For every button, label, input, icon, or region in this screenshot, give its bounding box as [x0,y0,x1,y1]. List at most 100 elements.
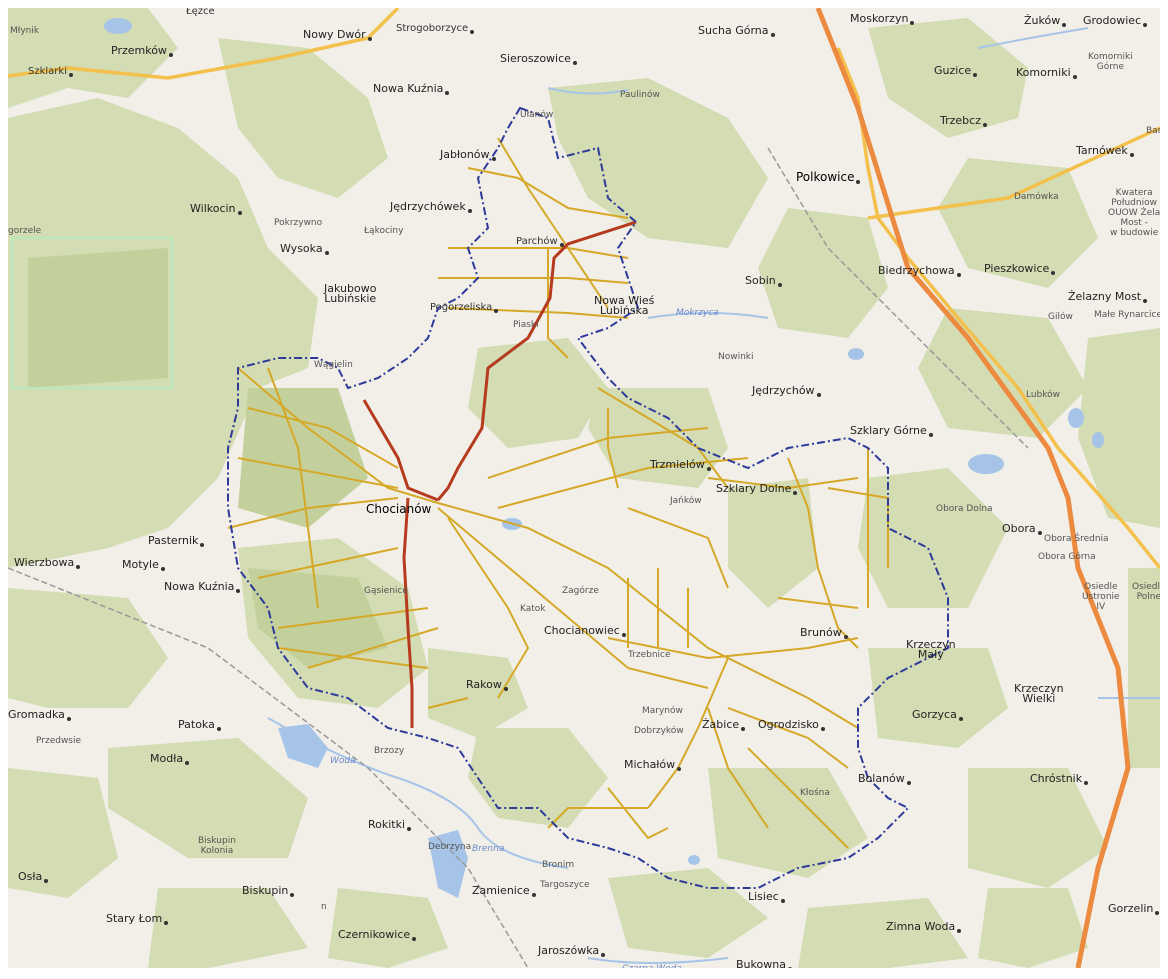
place-label[interactable]: Strogoborzyce [396,23,475,34]
place-label[interactable]: Pieszkowice [984,262,1056,275]
place-label[interactable]: Rakow [466,678,508,691]
place-label[interactable]: Debrzyna [428,842,471,852]
place-label[interactable]: Czarna Woda [622,964,682,968]
place-label[interactable]: Trzebnice [628,650,671,660]
place-label[interactable]: Pasternik [148,534,205,547]
place-label[interactable]: Obora [1002,522,1042,535]
place-label[interactable]: Ułanów [520,110,553,120]
place-label[interactable]: Jańków [670,496,702,506]
place-label[interactable]: Komorniki [1016,66,1077,79]
place-label[interactable]: Dobrzyków [634,726,684,736]
place-label[interactable]: Osła [18,870,49,883]
place-label[interactable]: Brenna [472,844,504,854]
place-label[interactable]: Zimna Woda [886,920,962,933]
place-label[interactable]: Grodowiec [1083,14,1148,27]
place-label[interactable]: Gromadka [8,708,71,721]
place-label[interactable]: Nowa Kuźnia [373,82,450,95]
place-label[interactable]: Targoszyce [540,880,590,890]
place-label[interactable]: Bukowna [736,958,792,968]
place-label-multiline[interactable]: OsiedlePolne [1132,582,1160,602]
place-label[interactable]: Modła [150,752,190,765]
place-label[interactable]: Przemków [111,44,173,57]
place-label[interactable]: Trzebcz [940,114,987,127]
place-label[interactable]: Nowa Kuźnia [164,580,241,593]
place-label[interactable]: Motyle [122,558,165,571]
place-label[interactable]: Moskorzyn [850,12,915,25]
place-label[interactable]: Mokrzyca [676,308,719,318]
place-label[interactable]: Rokitki [368,818,412,831]
place-label[interactable]: Żabice [702,718,746,731]
place-label[interactable]: Tarnówek [1076,144,1134,157]
place-label[interactable]: Czernikowice [338,928,417,941]
place-label[interactable]: Polkowice [796,170,861,184]
place-label[interactable]: Gąsienice [364,586,408,596]
place-label[interactable]: Jędrzychówek [390,200,472,213]
place-label[interactable]: Piaski [513,320,539,330]
place-label[interactable]: Parchów [516,236,564,247]
place-label[interactable]: Nowy Dwór [303,28,372,41]
place-label[interactable]: Przedwsie [36,736,81,746]
place-label[interactable]: Brunów [800,626,848,639]
place-label[interactable]: Wilkocin [190,202,242,215]
place-label[interactable]: Łąkociny [364,226,403,236]
place-label[interactable]: n [321,902,327,912]
place-label[interactable]: Młynik [10,26,39,36]
place-label[interactable]: Szklary Dolne [716,482,798,495]
place-label[interactable]: Gorzelin [1108,902,1160,915]
place-label[interactable]: Pogorzeliska [430,302,499,313]
place-label[interactable]: Trzmielów [650,458,711,471]
place-label[interactable]: Sieroszowice [500,52,577,65]
place-label[interactable]: Szklarki [28,66,73,77]
place-label[interactable]: Jabłonów [440,148,496,161]
place-label[interactable]: Katok [520,604,546,614]
place-label[interactable]: Damówka [1014,192,1059,202]
place-label[interactable]: Szklary Górne [850,424,933,437]
place-label[interactable]: Biskupin [242,884,295,897]
place-label[interactable]: Kłośna [800,788,830,798]
place-label[interactable]: Chróstnik [1030,772,1089,785]
place-label[interactable]: Lisiec [748,890,785,903]
place-label[interactable]: Chocianowiec [544,624,626,637]
place-label[interactable]: Lubków [1026,390,1060,400]
place-label[interactable]: Woda [330,756,356,766]
place-label[interactable]: Guzice [934,64,978,77]
place-label[interactable]: Wysoka [280,242,329,255]
place-label[interactable]: Bolanów [858,772,911,785]
place-label[interactable]: Biedrzychowa [878,264,961,277]
place-label[interactable]: Sobin [745,274,782,287]
place-label[interactable]: Patoka [178,718,221,731]
place-label[interactable]: Chocianów [366,502,431,516]
place-label[interactable]: Zagórze [562,586,599,596]
place-label[interactable]: Bronim [542,860,574,870]
place-label[interactable]: Jędrzychów [752,384,821,397]
place-label[interactable]: Barszów [1146,126,1160,136]
place-label[interactable]: Nowinki [718,352,754,362]
place-label[interactable]: Obora Średnia [1044,534,1109,544]
place-label[interactable]: Brzozy [374,746,404,756]
place-label[interactable]: Wągielin [314,360,353,370]
place-label[interactable]: gorzele [8,226,41,236]
place-label[interactable]: Jaroszówka [538,944,606,957]
place-label[interactable]: Zamienice [472,884,536,897]
place-label[interactable]: Żelazny Most [1068,290,1148,303]
place-label[interactable]: Gorzyca [912,708,963,721]
place-label[interactable]: Obora Górna [1038,552,1096,562]
map-canvas[interactable] [8,8,1160,968]
place-label[interactable]: Wierzbowa [14,556,81,569]
place-label[interactable]: Pokrzywno [274,218,322,228]
place-label[interactable]: Żuków [1024,14,1067,27]
place-label[interactable]: Małe Rynarcice [1094,310,1160,320]
place-label[interactable]: Ogrodzisko [758,718,825,731]
place-label[interactable]: Łężce [186,8,215,17]
place-label[interactable]: Sucha Górna [698,24,775,37]
place-label[interactable]: Stary Łom [106,912,169,925]
place-label[interactable]: Michałów [624,758,682,771]
